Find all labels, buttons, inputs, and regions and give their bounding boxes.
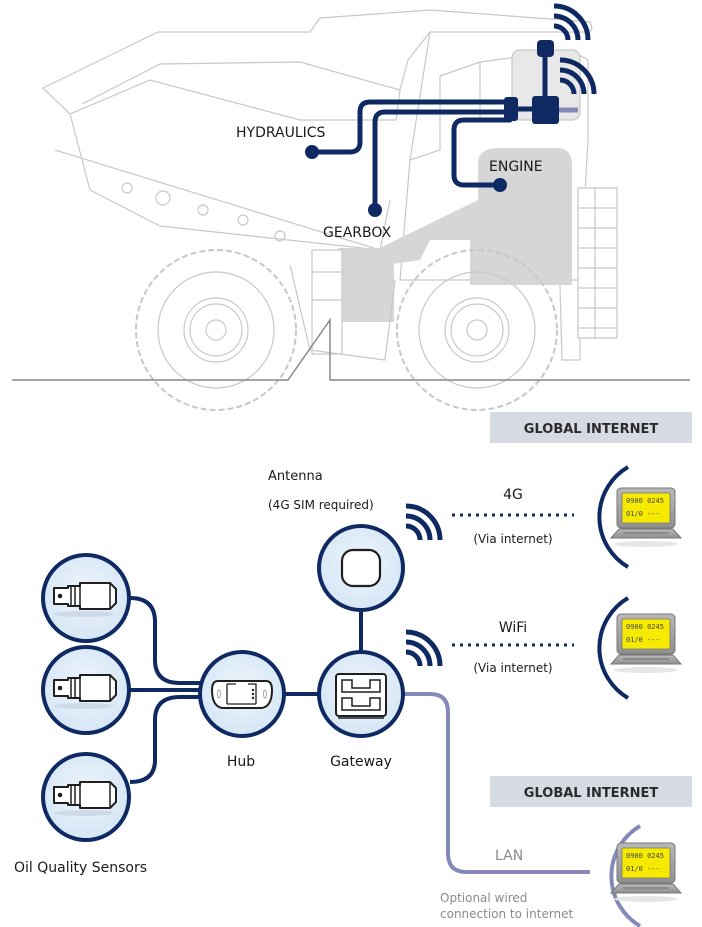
hub-device-icon [210,680,274,709]
link-4g-sublabel: (Via internet) [473,532,552,546]
oil-quality-sensors-label: Oil Quality Sensors [14,860,147,876]
antenna-device-icon [340,548,382,588]
laptop-endpoint-4g: 0900 0245 01/0 --- [597,465,682,569]
antenna-node [317,524,405,612]
truck-wifi-signal-icon-top [554,6,588,40]
lan-note-line1: Optional wired [440,891,527,905]
gateway-wifi-signal-icon [406,632,440,666]
hub-label: Hub [227,754,255,770]
link-4g-label: 4G [503,487,523,503]
antenna-label: Antenna [268,469,323,484]
lan-note-line2: connection to internet [440,907,574,921]
oil-quality-sensor-node-2 [41,645,131,735]
link-wifi-sublabel: (Via internet) [473,661,552,675]
hydraulics-sensor-point [305,145,319,159]
laptop-endpoint-wifi: 0900 0245 01/0 --- [597,596,682,700]
antenna-wifi-signal-icon [406,506,440,540]
node-connectors [129,596,363,784]
ground-line [12,317,690,381]
antenna-note: (4G SIM required) [268,498,374,512]
oil-quality-sensor-node-1 [41,553,131,643]
laptop-screen-line1: 0900 0245 [626,497,664,505]
global-internet-banner-top [490,412,692,443]
link-wifi-label: WiFi [499,620,527,636]
laptop-screen-line2: 01/0 --- [626,865,660,873]
truck-gateway-unit [532,96,559,124]
oil-quality-sensor-node-3 [41,752,131,842]
hydraulics-label: HYDRAULICS [236,125,326,141]
global-internet-banner-top-text: GLOBAL INTERNET [524,422,659,437]
gateway-node [317,650,405,738]
laptop-screen-line1: 0900 0245 [626,623,664,631]
front-wheel [396,249,558,411]
engine-block [345,148,572,285]
truck-hub-unit [504,97,518,121]
hub-node [198,650,286,738]
truck-dump-bed [41,9,593,121]
gateway-device-icon [335,673,387,719]
gateway-label: Gateway [330,754,392,770]
truck-sensor-cables [309,99,513,213]
laptop-screen-line1: 0900 0245 [626,852,664,860]
global-internet-banner-bottom-text: GLOBAL INTERNET [524,786,659,801]
lan-cable [396,692,590,874]
lan-label: LAN [495,848,523,864]
laptop-screen-line2: 01/0 --- [626,636,660,644]
truck-antenna-unit [537,40,554,57]
rear-wheel [135,249,297,411]
engine-label: ENGINE [489,159,543,175]
global-internet-banner-bottom [490,776,692,807]
gearbox-label: GEARBOX [323,225,391,241]
laptop-endpoint-lan: 0900 0245 01/0 --- [609,824,682,927]
gearbox-sensor-point [368,203,382,217]
engine-sensor-point [493,178,507,192]
laptop-screen-line2: 01/0 --- [626,510,660,518]
